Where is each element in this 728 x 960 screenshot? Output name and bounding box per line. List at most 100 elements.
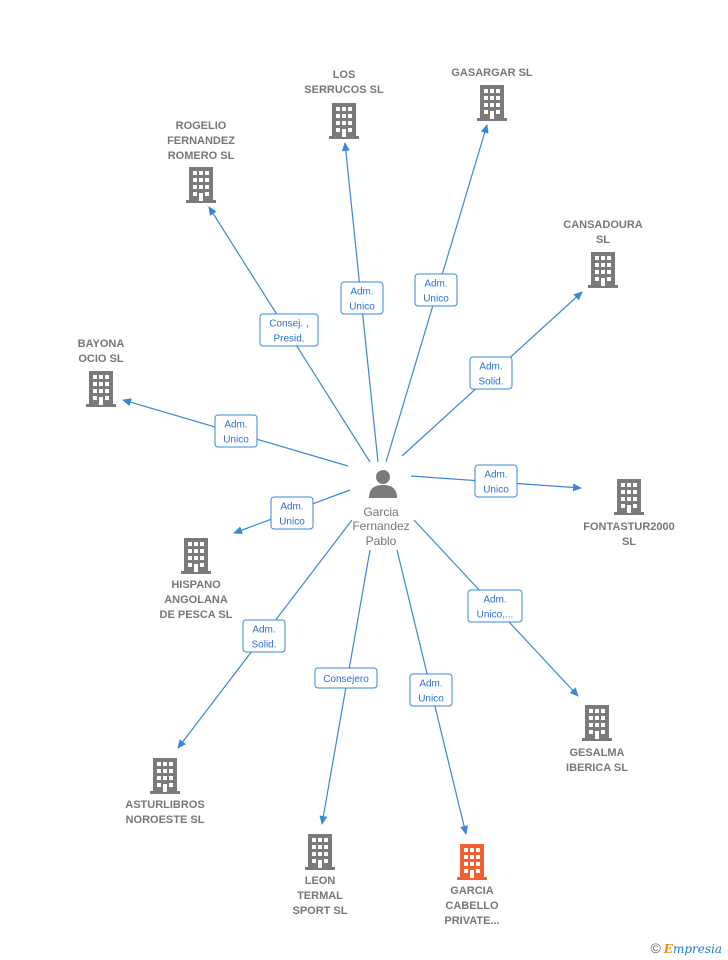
company-label: LOS [333, 69, 356, 81]
role-badge-asturlibros[interactable]: Adm. Solid. [242, 619, 286, 653]
role-text: Unico [223, 435, 249, 446]
company-node-gesalma-iberica[interactable]: GESALMA IBERICA SL [566, 705, 628, 774]
company-label: GESALMA [570, 747, 625, 759]
company-label: SERRUCOS SL [304, 84, 384, 96]
company-label: DE PESCA SL [160, 609, 233, 621]
role-text: Adm. [350, 287, 373, 298]
company-label: FERNANDEZ [167, 135, 235, 147]
company-label: ANGOLANA [164, 594, 228, 606]
building-icon [181, 538, 211, 574]
company-label: GASARGAR SL [451, 67, 533, 79]
company-node-cansadoura[interactable]: CANSADOURA SL [563, 219, 643, 288]
company-label: CABELLO [445, 900, 499, 912]
role-badge-hispano-angolana[interactable]: Adm. Unico [270, 496, 314, 530]
center-person-node[interactable]: Garcia Fernandez Pablo [352, 470, 410, 548]
company-label: FONTASTUR2000 [583, 521, 674, 533]
company-node-asturlibros[interactable]: ASTURLIBROS NOROESTE SL [125, 758, 205, 826]
role-text: Solid. [478, 377, 503, 388]
nodes-layer: LOS SERRUCOS SL GASARGAR SL ROGELIO FERNANDE… [78, 67, 675, 927]
role-text: Unico,... [477, 610, 514, 621]
building-icon [305, 834, 335, 870]
role-badge-box [474, 464, 518, 498]
company-label: HISPANO [171, 579, 221, 591]
role-badge-cansadoura[interactable]: Adm. Solid. [469, 356, 513, 390]
building-icon [457, 844, 487, 880]
company-node-los-serrucos[interactable]: LOS SERRUCOS SL [304, 69, 384, 139]
role-badge-box [409, 673, 453, 707]
building-icon [86, 371, 116, 407]
brand-logo: Empresia [663, 942, 722, 956]
building-icon [150, 758, 180, 794]
role-text: Consejero [323, 674, 369, 685]
role-badge-box [259, 313, 319, 347]
role-badge-box [270, 496, 314, 530]
role-text: Unico [483, 485, 509, 496]
company-label: PRIVATE... [444, 915, 499, 927]
company-label: TERMAL [297, 890, 343, 902]
role-text: Adm. [224, 420, 247, 431]
person-name-line-2: Fernandez [352, 519, 409, 533]
person-name-line-1: Garcia [363, 505, 399, 519]
company-node-garcia-cabello[interactable]: GARCIA CABELLO PRIVATE... [444, 844, 500, 927]
company-label: LEON [305, 875, 336, 887]
role-badge-rogelio-fernandez[interactable]: Consej. , Presid. [259, 313, 319, 347]
building-icon [329, 103, 359, 139]
role-badge-box [214, 414, 258, 448]
building-icon [588, 252, 618, 288]
company-label: OCIO SL [78, 353, 124, 365]
company-node-bayona-ocio[interactable]: BAYONA OCIO SL [78, 338, 125, 407]
role-text: Adm. [424, 279, 447, 290]
company-node-gasargar[interactable]: GASARGAR SL [451, 67, 533, 121]
role-text: Adm. [483, 595, 506, 606]
role-badge-gesalma-iberica[interactable]: Adm. Unico,... [467, 589, 523, 623]
company-node-leon-termal[interactable]: LEON TERMAL SPORT SL [292, 834, 348, 917]
company-label: NOROESTE SL [126, 814, 205, 826]
company-label: GARCIA [450, 885, 493, 897]
role-text: Consej. , [269, 319, 308, 330]
company-label: CANSADOURA [563, 219, 643, 231]
role-badge-bayona-ocio[interactable]: Adm. Unico [214, 414, 258, 448]
role-badge-box [340, 281, 384, 315]
role-text: Unico [279, 517, 305, 528]
role-text: Adm. [280, 502, 303, 513]
role-text: Adm. [419, 679, 442, 690]
role-badge-leon-termal[interactable]: Consejero [314, 667, 378, 689]
role-badge-box [414, 273, 458, 307]
building-icon [614, 479, 644, 515]
role-badge-box [314, 667, 378, 689]
person-name-line-3: Pablo [366, 534, 397, 548]
role-badge-box [467, 589, 523, 623]
role-badge-fontastur2000[interactable]: Adm. Unico [474, 464, 518, 498]
company-label: SPORT SL [292, 905, 347, 917]
role-text: Unico [423, 294, 449, 305]
role-text: Adm. [479, 362, 502, 373]
company-label: SL [596, 234, 610, 246]
role-text: Presid. [273, 334, 304, 345]
company-label: SL [622, 536, 636, 548]
role-text: Adm. [484, 470, 507, 481]
footer-brand: ©Empresia [650, 940, 722, 956]
company-label: ASTURLIBROS [125, 799, 204, 811]
role-text: Unico [349, 302, 375, 313]
company-node-hispano-angolana[interactable]: HISPANO ANGOLANA DE PESCA SL [160, 538, 233, 621]
copyright-icon: © [650, 940, 661, 956]
person-icon [369, 470, 397, 498]
building-icon [582, 705, 612, 741]
company-label: ROMERO SL [168, 150, 235, 162]
role-text: Adm. [252, 625, 275, 636]
building-icon [477, 85, 507, 121]
company-label: BAYONA [78, 338, 125, 350]
role-badge-los-serrucos[interactable]: Adm. Unico [340, 281, 384, 315]
building-icon [186, 167, 216, 203]
company-label: ROGELIO [176, 120, 227, 132]
role-badge-garcia-cabello[interactable]: Adm. Unico [409, 673, 453, 707]
company-label: IBERICA SL [566, 762, 628, 774]
company-node-rogelio-fernandez[interactable]: ROGELIO FERNANDEZ ROMERO SL [167, 120, 235, 203]
role-text: Unico [418, 694, 444, 705]
role-badge-gasargar[interactable]: Adm. Unico [414, 273, 458, 307]
role-text: Solid. [251, 640, 276, 651]
role-badge-box [469, 356, 513, 390]
